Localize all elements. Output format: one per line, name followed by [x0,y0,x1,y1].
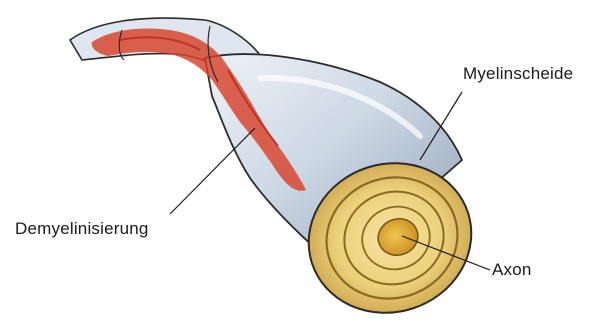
leader-demyelinisierung [170,128,255,214]
label-axon: Axon [492,260,532,280]
label-demyelinisierung: Demyelinisierung [15,219,149,239]
label-myelinscheide: Myelinscheide [463,64,573,84]
